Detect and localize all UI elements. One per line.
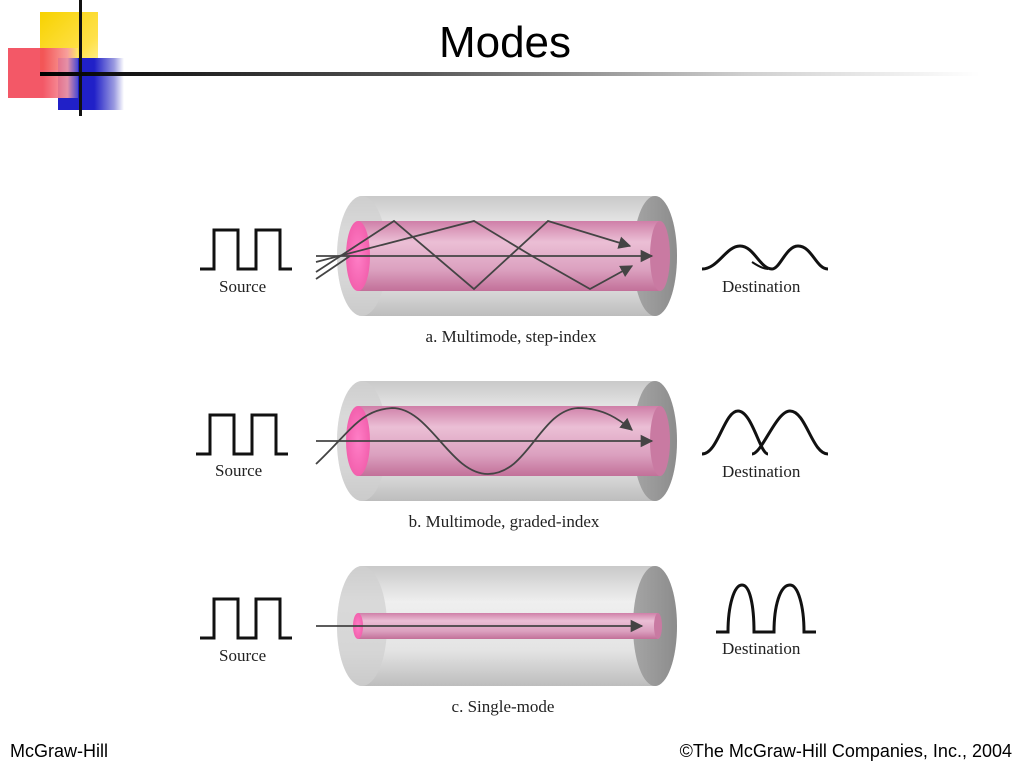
destination-pulse-c	[716, 583, 816, 634]
caption-a: a. Multimode, step-index	[425, 327, 597, 346]
source-pulse-c	[200, 597, 292, 640]
panel-c	[200, 566, 816, 686]
footer-copyright: ©The McGraw-Hill Companies, Inc., 2004	[679, 741, 1012, 761]
source-pulse-b	[196, 413, 288, 456]
destination-pulse-b-second	[751, 409, 829, 456]
source-pulse-a	[200, 228, 292, 271]
footer-publisher: McGraw-Hill	[10, 741, 108, 761]
destination-overlap-a	[751, 261, 769, 270]
page-title: Modes	[438, 18, 572, 67]
caption-b: b. Multimode, graded-index	[408, 512, 600, 531]
rays-a	[315, 219, 654, 291]
source-label-c: Source	[219, 646, 267, 665]
destination-pulse-a	[701, 244, 829, 271]
destination-label-a: Destination	[722, 277, 801, 296]
destination-label-c: Destination	[722, 639, 801, 658]
panel-a	[200, 196, 829, 316]
rays-b	[315, 407, 654, 475]
caption-c: c. Single-mode	[451, 697, 555, 716]
panel-b	[196, 381, 829, 501]
destination-label-b: Destination	[722, 462, 801, 481]
title-underline	[40, 72, 980, 76]
source-label-b: Source	[215, 461, 263, 480]
source-label-a: Source	[219, 277, 267, 296]
logo-vertical-line	[79, 0, 82, 116]
